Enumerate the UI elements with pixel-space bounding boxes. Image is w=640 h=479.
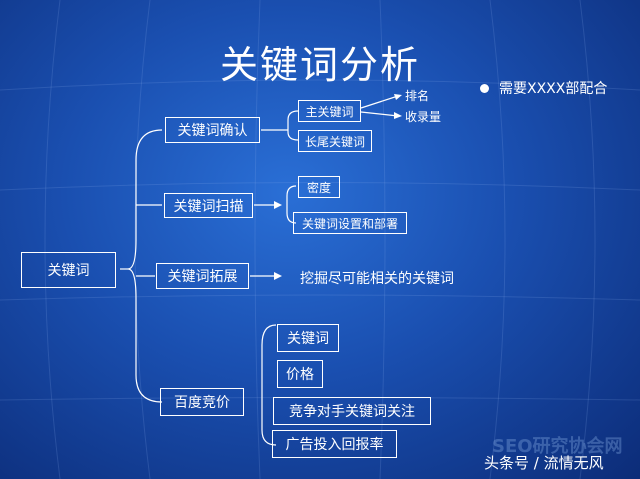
leaf-ranking: 排名 — [405, 89, 430, 103]
note: 需要XXXX部配合 — [480, 78, 607, 98]
branch-keyword-confirm: 关键词确认 — [165, 117, 260, 143]
branch-baidu-bidding: 百度竞价 — [160, 388, 244, 416]
note-text: 需要XXXX部配合 — [499, 81, 608, 97]
branch-keyword-expand: 关键词拓展 — [156, 263, 249, 289]
leaf-index-count: 收录量 — [405, 110, 442, 124]
root-node: 关键词 — [21, 252, 116, 288]
child-main-keyword: 主关键词 — [298, 100, 361, 122]
bullet-dot — [480, 83, 489, 93]
child-competitor-watch: 竞争对手关键词关注 — [273, 397, 431, 425]
watermark-logo: SEO研究协会网 — [492, 436, 623, 457]
child-longtail-keyword: 长尾关键词 — [298, 130, 372, 152]
page-title: 关键词分析 — [219, 43, 420, 87]
watermark: 头条号 / 流情无风 — [484, 454, 604, 472]
child-density: 密度 — [298, 176, 340, 198]
expand-text: 挖掘尽可能相关的关键词 — [300, 271, 454, 287]
branch-keyword-scan: 关键词扫描 — [164, 193, 253, 218]
child-bid-keyword: 关键词 — [277, 324, 339, 352]
child-ad-roi: 广告投入回报率 — [272, 430, 397, 458]
child-price: 价格 — [277, 360, 323, 388]
child-keyword-deploy: 关键词设置和部署 — [293, 212, 407, 234]
